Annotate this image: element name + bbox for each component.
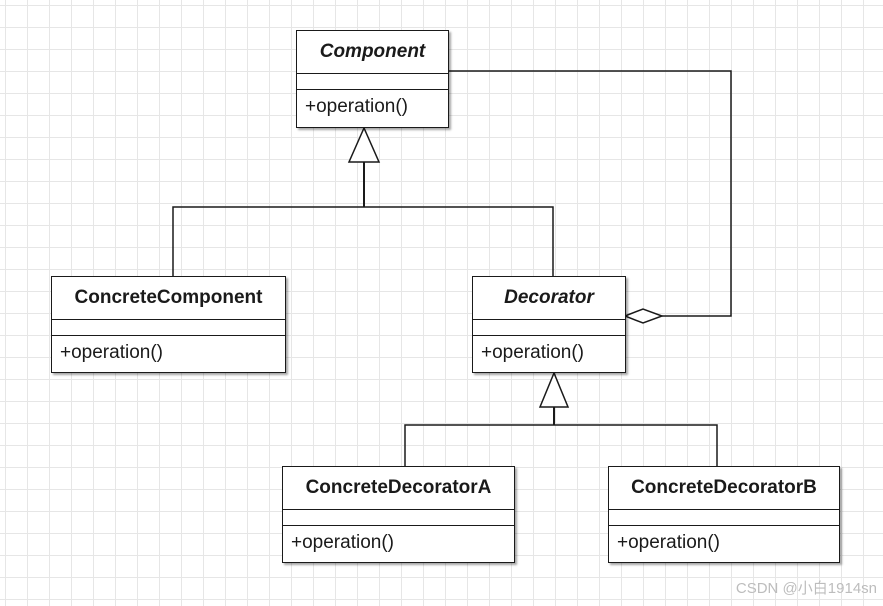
generalization-arrowhead-component (347, 126, 381, 163)
operation-label: +operation() (305, 96, 408, 117)
class-name: Component (297, 31, 448, 74)
generalization-arrowhead-decorator (538, 371, 570, 408)
operation-label: +operation() (291, 532, 394, 553)
attributes-compartment (283, 510, 514, 526)
class-component[interactable]: Component +operation() (296, 30, 449, 128)
generalization-line-concrete-decorator-a (404, 424, 554, 466)
aggregation-diamond (622, 308, 665, 324)
attributes-compartment (52, 320, 285, 336)
operation-label: +operation() (617, 532, 720, 553)
watermark-text: CSDN @小白1914sn (735, 580, 877, 597)
attributes-compartment (609, 510, 839, 526)
class-name: ConcreteComponent (52, 277, 285, 320)
generalization-line-concrete-decorator-b (554, 424, 718, 466)
operation-label: +operation() (60, 342, 163, 363)
generalization-line-concrete-component (172, 206, 364, 276)
class-concrete-decorator-a[interactable]: ConcreteDecoratorA +operation() (282, 466, 515, 563)
aggregation-line (448, 70, 732, 317)
class-concrete-component[interactable]: ConcreteComponent +operation() (51, 276, 286, 373)
class-concrete-decorator-b[interactable]: ConcreteDecoratorB +operation() (608, 466, 840, 563)
class-name: Decorator (473, 277, 625, 320)
generalization-line-decorator (364, 206, 554, 276)
class-decorator[interactable]: Decorator +operation() (472, 276, 626, 373)
class-name: ConcreteDecoratorA (283, 467, 514, 510)
attributes-compartment (473, 320, 625, 336)
attributes-compartment (297, 74, 448, 90)
operation-label: +operation() (481, 342, 584, 363)
class-name: ConcreteDecoratorB (609, 467, 839, 510)
